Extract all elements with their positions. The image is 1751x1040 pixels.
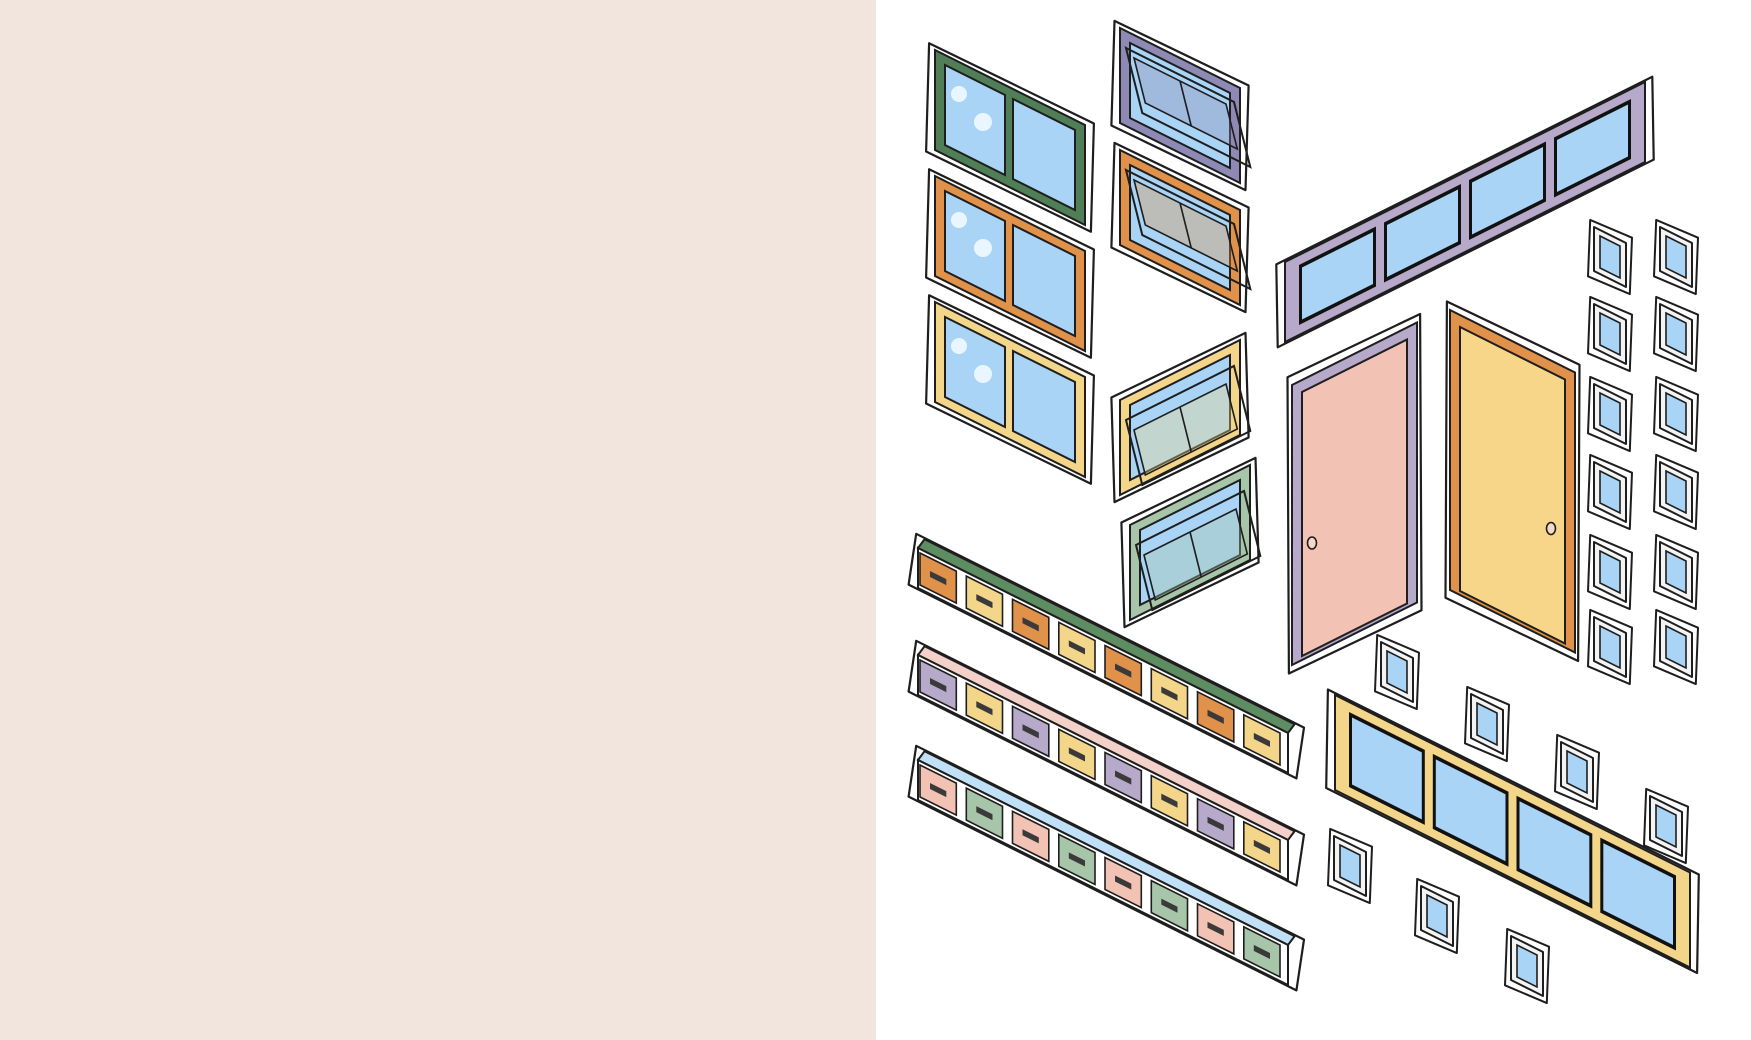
window-pane xyxy=(1655,803,1677,849)
isometric-sticker-sheet xyxy=(907,19,1700,1005)
awning-window-sticker xyxy=(1110,331,1252,504)
cloud-reflection xyxy=(974,113,992,131)
small-window-sticker xyxy=(1587,218,1633,296)
small-window-sticker xyxy=(1504,927,1550,1005)
window-pane xyxy=(1665,234,1687,280)
small-window-sticker xyxy=(1653,295,1699,373)
awning-window-sticker xyxy=(1120,456,1262,629)
open-sash xyxy=(1134,489,1262,612)
window-pane xyxy=(1599,624,1621,670)
drawer-shelf-sticker xyxy=(907,744,1306,992)
door-knob xyxy=(1545,521,1557,536)
long-window-sticker xyxy=(1275,75,1655,349)
small-window-sticker xyxy=(1327,827,1373,905)
small-window-sticker xyxy=(1587,608,1633,686)
small-window-sticker xyxy=(1587,295,1633,373)
window-pane xyxy=(1665,624,1687,670)
small-window-sticker xyxy=(1587,375,1633,453)
small-window-sticker xyxy=(1653,375,1699,453)
window-pane xyxy=(1386,649,1408,695)
open-sash xyxy=(1124,364,1252,487)
open-sash xyxy=(1124,46,1252,169)
open-sash xyxy=(1124,168,1252,291)
window-pane xyxy=(1599,311,1621,357)
window-pane xyxy=(1599,234,1621,280)
cloud-reflection xyxy=(974,239,992,257)
small-window-sticker xyxy=(1653,608,1699,686)
cloud-reflection xyxy=(951,212,967,228)
window-pane xyxy=(1012,223,1076,338)
window-pane xyxy=(1339,843,1361,889)
window-pane xyxy=(1665,549,1687,595)
small-window-sticker xyxy=(1587,533,1633,611)
window-pane xyxy=(1599,469,1621,515)
small-window-sticker xyxy=(1653,533,1699,611)
window-pane xyxy=(1665,469,1687,515)
window-pane xyxy=(1566,749,1588,795)
cloud-reflection xyxy=(974,365,992,383)
window-pane xyxy=(1599,549,1621,595)
small-window-sticker xyxy=(1414,877,1460,955)
window-pane xyxy=(1476,701,1498,747)
door-sticker xyxy=(1286,312,1423,675)
sticker-sheet-panel xyxy=(876,0,1751,1040)
door-panel xyxy=(1301,337,1408,658)
small-window-sticker xyxy=(1643,787,1689,865)
cloud-reflection xyxy=(951,86,967,102)
door-knob xyxy=(1306,536,1318,550)
window-pane xyxy=(1516,943,1538,989)
casement-window-sticker xyxy=(924,42,1096,233)
door-sticker xyxy=(1444,300,1581,663)
small-window-sticker xyxy=(1587,453,1633,531)
small-window-sticker xyxy=(1464,685,1510,763)
window-pane xyxy=(1012,349,1076,464)
window-pane xyxy=(1665,311,1687,357)
small-window-sticker xyxy=(1653,218,1699,296)
drawer-shelf-sticker xyxy=(907,639,1306,887)
small-window-sticker xyxy=(1653,453,1699,531)
awning-window-sticker xyxy=(1110,141,1252,314)
small-window-sticker xyxy=(1374,633,1420,711)
window-pane xyxy=(1012,97,1076,212)
door-panel xyxy=(1459,325,1566,646)
small-window-sticker xyxy=(1554,733,1600,811)
long-window-sticker xyxy=(1325,688,1700,975)
cloud-reflection xyxy=(951,338,967,354)
window-pane xyxy=(1665,391,1687,437)
awning-window-sticker xyxy=(1110,19,1252,192)
casement-window-sticker xyxy=(924,294,1096,485)
blank-beige-panel xyxy=(0,0,876,1040)
window-pane xyxy=(1426,893,1448,939)
casement-window-sticker xyxy=(924,168,1096,359)
window-pane xyxy=(1599,391,1621,437)
drawer-shelf-sticker xyxy=(907,532,1306,780)
